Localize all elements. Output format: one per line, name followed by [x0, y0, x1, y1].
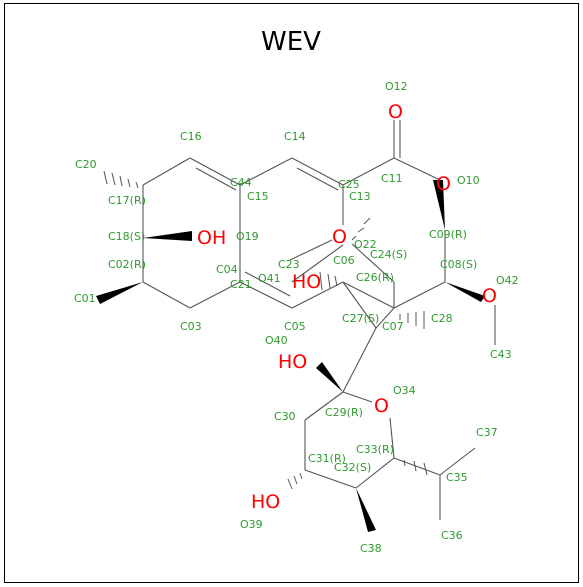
atom-c11-label: C11	[381, 172, 403, 185]
atom-c14-label: C14	[284, 130, 306, 143]
oxygen-o12: O	[388, 101, 403, 123]
atom-o12-label: O12	[385, 80, 408, 93]
atom-c09-label: C09(R)	[429, 228, 467, 241]
atom-c18-label: C18(S)	[108, 230, 145, 243]
atom-o42-label: O42	[496, 274, 519, 287]
atom-c31-label: C31(R)	[308, 452, 346, 465]
atom-c03-label: C03	[180, 320, 202, 333]
atom-c21-label: C21	[230, 278, 252, 291]
atom-c36-label: C36	[441, 529, 463, 542]
atom-c06-label: C06	[333, 254, 355, 267]
atom-c33-label: C33(R)	[356, 443, 394, 456]
hydroxyl-ho40: HO	[278, 351, 307, 373]
atom-c23-label: C23	[278, 258, 300, 271]
atom-o34-label: O34	[393, 384, 416, 397]
diagram-title: WEV	[261, 27, 321, 57]
atom-c15-label: C15	[247, 190, 269, 203]
wedge-bonds	[96, 180, 485, 532]
hydroxyl-ho41: HO	[292, 271, 321, 293]
atom-c02-label: C02(R)	[108, 258, 146, 271]
atom-o39-label: O39	[240, 518, 263, 531]
atom-c44-label: C44	[230, 176, 252, 189]
atom-c01-label: C01	[74, 292, 96, 305]
atom-c05-label: C05	[284, 320, 306, 333]
hash-bonds	[103, 170, 428, 490]
atom-o40-label: O40	[265, 334, 288, 347]
atom-labels: O12 C16 C14 C20 C44 C25 C11 O10 C17(R) C…	[74, 80, 519, 555]
oxygen-o22: O	[332, 226, 347, 248]
atom-c28-label: C28	[431, 312, 453, 325]
atom-o19-label: O19	[236, 230, 259, 243]
atom-c43-label: C43	[490, 348, 512, 361]
atom-c38-label: C38	[360, 542, 382, 555]
atom-c26-label: C26(R)	[356, 271, 394, 284]
heteroatom-labels: O O OH O HO O HO O HO	[197, 101, 497, 513]
atom-c20-label: C20	[75, 158, 97, 171]
atom-c17-label: C17(R)	[108, 194, 146, 207]
atom-c07-label: C07	[382, 320, 404, 333]
atom-c37-label: C37	[476, 426, 498, 439]
oxygen-o42: O	[482, 285, 497, 307]
atom-o10-label: O10	[457, 174, 480, 187]
atom-o22-label: O22	[354, 238, 377, 251]
atom-c32-label: C32(S)	[334, 461, 371, 474]
atom-c04-label: C04	[216, 263, 238, 276]
hydroxyl-ho39: HO	[251, 491, 280, 513]
atom-o41-label: O41	[258, 272, 281, 285]
hydroxyl-oh19: OH	[197, 227, 226, 249]
atom-c27-label: C27(S)	[342, 312, 379, 325]
structure-frame	[4, 3, 579, 583]
atom-c13-label: C13	[349, 190, 371, 203]
oxygen-o10: O	[436, 173, 451, 195]
atom-c08-label: C08(S)	[440, 258, 477, 271]
atom-c25-label: C25	[338, 178, 360, 191]
atom-c29-label: C29(R)	[325, 406, 363, 419]
atom-c35-label: C35	[446, 471, 468, 484]
oxygen-o34: O	[374, 395, 389, 417]
atom-c30-label: C30	[274, 410, 296, 423]
bond-lines	[142, 120, 496, 520]
atom-c24-label: C24(S)	[370, 248, 407, 261]
atom-c16-label: C16	[180, 130, 202, 143]
